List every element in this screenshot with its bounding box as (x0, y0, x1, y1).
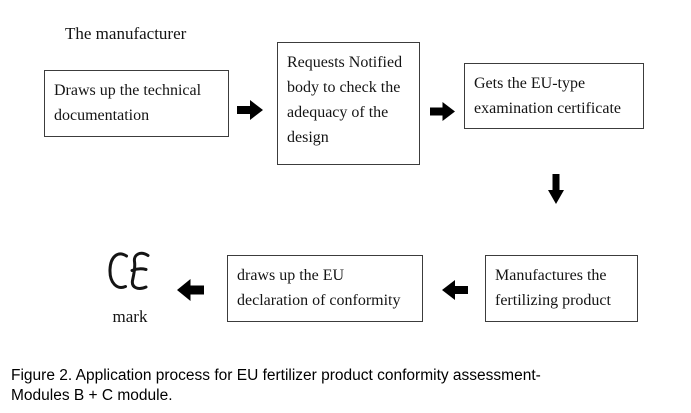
flow-box-eu-declaration-of-conformity: draws up the EU declaration of conformit… (227, 255, 423, 322)
arrow-left-icon (442, 280, 468, 300)
figure-caption-line-1: Figure 2. Application process for EU fer… (11, 367, 541, 384)
flow-box-technical-documentation: Draws up the technical documentation (44, 70, 229, 137)
flow-box-manufactures-fertilizing-product: Manufactures the fertilizing product (485, 255, 638, 322)
ce-mark-icon (108, 251, 150, 290)
arrow-down-icon (548, 174, 564, 204)
arrow-right-icon (237, 100, 263, 120)
arrow-left-icon (177, 279, 204, 301)
figure-caption-line-2: Modules B + C module. (11, 387, 173, 404)
arrow-right-icon (430, 102, 455, 121)
flow-box-requests-notified-body: Requests Notified body to check the adeq… (277, 42, 420, 165)
figure-caption: Figure 2. Application process for EU fer… (11, 366, 671, 406)
ce-mark-label: mark (112, 307, 148, 326)
flow-box-eu-type-examination-certificate: Gets the EU-type examination certificate (464, 63, 644, 129)
manufacturer-heading: The manufacturer (65, 24, 187, 43)
